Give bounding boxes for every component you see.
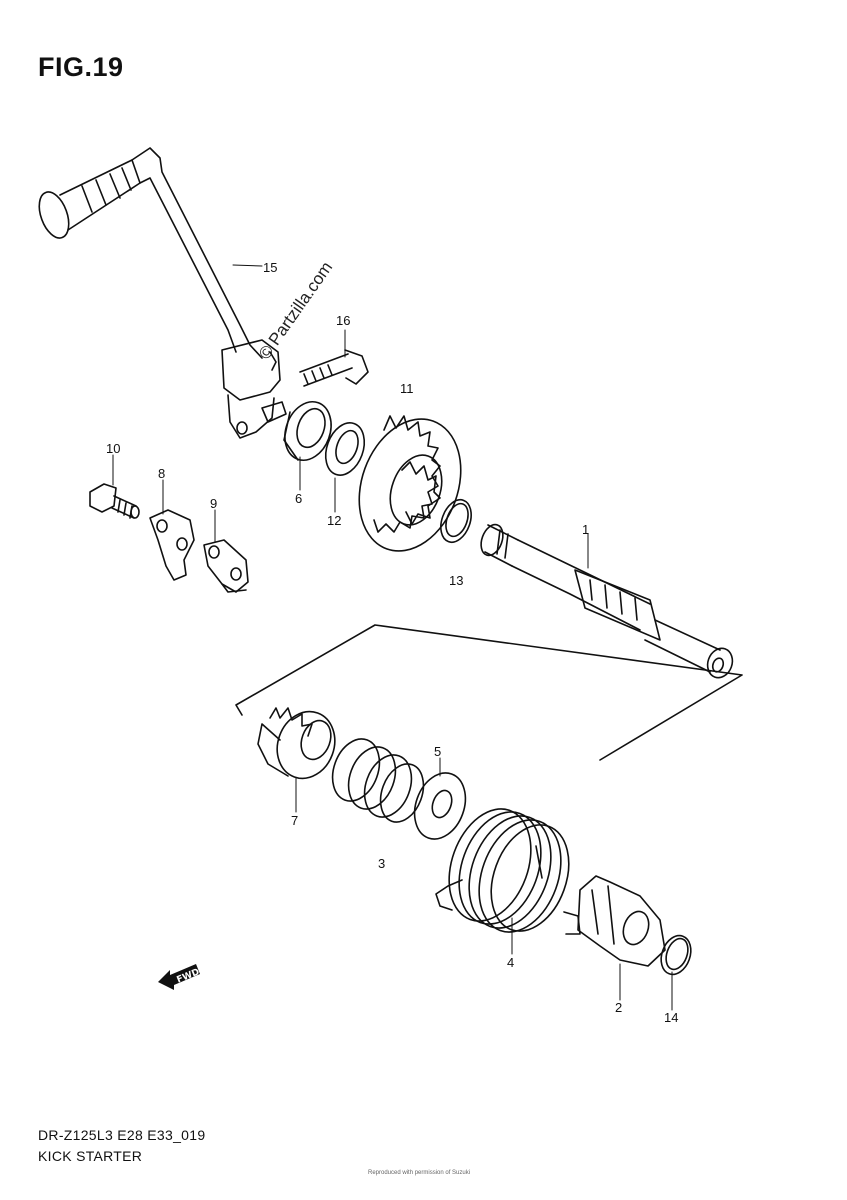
assembly-name: KICK STARTER [38,1148,143,1164]
circlip-13-part [440,498,472,544]
plate-8-part [149,509,195,581]
callout-10: 10 [106,441,121,456]
return-spring-4-part [435,808,570,933]
leader-lines [112,264,673,1011]
callout-15: 15 [263,260,278,275]
spring-guide-2-part [563,875,666,967]
spring-3-part [331,738,425,823]
bolt-10-part [89,483,140,519]
washer-5-part [413,772,467,840]
fwd-label: FWD [175,967,201,985]
callout-3: 3 [378,856,386,871]
callout-1: 1 [582,522,590,537]
callout-2: 2 [615,1000,623,1015]
callout-12: 12 [327,513,342,528]
washer-12-part [324,422,366,476]
fine-print: Reproduced with permission of Suzuki [368,1170,471,1176]
plate-9-part [203,539,249,593]
callout-14: 14 [664,1010,679,1025]
kick-lever-part [38,147,287,439]
oil-seal-6-part [283,401,332,461]
circlip-14-part [660,934,692,976]
fwd-arrow-icon: FWD [156,958,206,995]
callout-9: 9 [210,496,218,511]
kick-shaft-1-part [480,523,734,679]
callout-13: 13 [449,573,464,588]
callout-6: 6 [295,491,303,506]
callout-5: 5 [434,744,442,759]
ratchet-7-part [257,707,336,780]
bolt-16-part [299,349,369,387]
callout-4: 4 [507,955,515,970]
callout-11: 11 [400,381,414,396]
assembly-outline [235,624,743,761]
figure-title: FIG.19 [38,52,124,82]
callout-16: 16 [336,313,351,328]
callout-7: 7 [291,813,299,828]
callout-8: 8 [158,466,166,481]
model-code: DR-Z125L3 E28 E33_019 [38,1127,206,1143]
